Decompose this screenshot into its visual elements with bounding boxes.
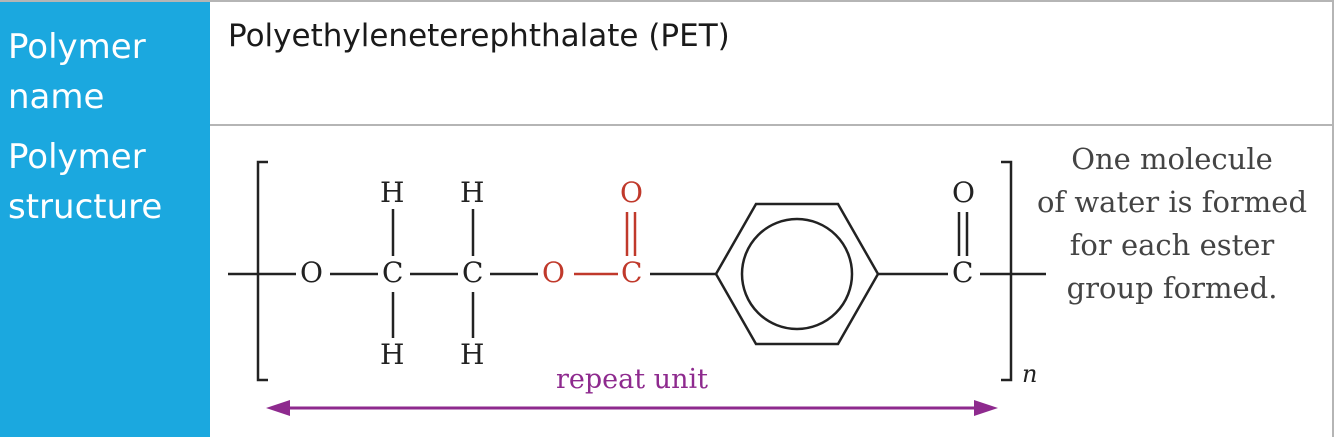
polymer-structure-label-line2: structure: [8, 187, 163, 227]
polymer-name-value: Polyethyleneterephthalate (PET): [228, 18, 730, 54]
left-bracket: [256, 160, 268, 382]
atom-c-carbonyl: C: [621, 256, 643, 289]
repeat-unit-arrow-right: [974, 400, 998, 416]
repeat-unit-label: repeat unit: [556, 364, 708, 395]
water-note-line4: group formed.: [1066, 271, 1278, 305]
polymer-structure-label-line1: Polymer: [8, 137, 146, 177]
atom-o-carbonyl: O: [620, 176, 643, 209]
polymer-name-label-line1: Polymer: [8, 27, 146, 67]
atom-h-top-1: H: [380, 176, 405, 209]
repeat-subscript-n: n: [1022, 360, 1038, 388]
repeat-unit-arrow-left: [266, 400, 290, 416]
polymer-structure-value-cell: [210, 124, 1334, 437]
water-note-line3: for each ester: [1069, 228, 1275, 262]
polymer-structure-label: Polymer structure: [0, 124, 210, 437]
polymer-name-label-line2: name: [8, 77, 105, 117]
atom-o1: O: [300, 256, 323, 289]
atom-h-top-2: H: [460, 176, 485, 209]
polymer-structure-row: Polymer structure: [0, 124, 1334, 437]
polymer-name-value-cell: Polyethyleneterephthalate (PET): [210, 0, 1334, 124]
atom-c2: C: [462, 256, 484, 289]
benzene-ring-inner: [740, 217, 854, 331]
polymer-name-row: Polymer name Polyethyleneterephthalate (…: [0, 0, 1334, 124]
atom-c1: C: [382, 256, 404, 289]
right-bracket: [1001, 160, 1013, 382]
water-note: One molecule of water is formed for each…: [1030, 138, 1314, 310]
water-note-line2: of water is formed: [1036, 185, 1308, 219]
atom-o-ester: O: [542, 256, 565, 289]
atom-h-bot-2: H: [460, 338, 485, 371]
water-note-line1: One molecule: [1071, 142, 1273, 176]
atom-o-end: O: [952, 176, 975, 209]
polymer-name-label: Polymer name: [0, 0, 210, 124]
atom-h-bot-1: H: [380, 338, 405, 371]
atom-c-end: C: [952, 256, 974, 289]
